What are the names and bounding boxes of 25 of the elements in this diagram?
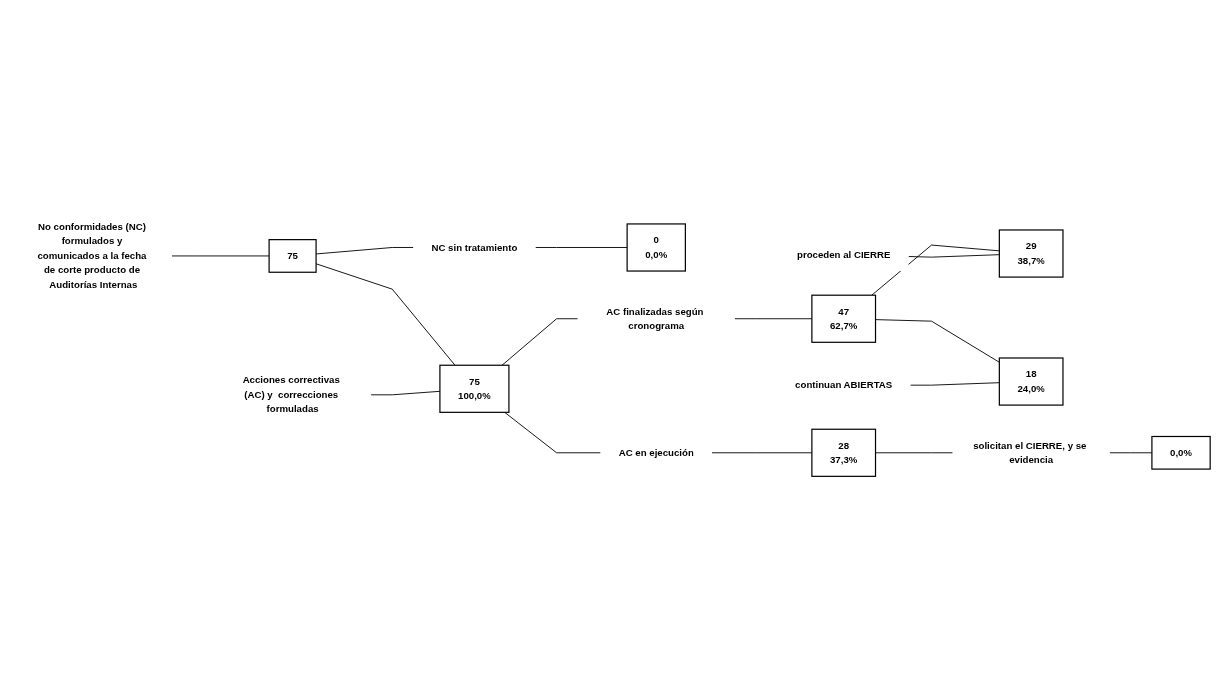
node-box: 75 100,0%: [439, 364, 510, 413]
node-box: 75: [268, 239, 317, 273]
node-text: solicitan el CIERRE, y se evidencia: [973, 440, 1087, 465]
connector: [908, 254, 1000, 258]
node-box: 28 37,3%: [811, 428, 877, 477]
node-box: 29 38,7%: [998, 229, 1064, 278]
connector: [171, 255, 270, 257]
node-text: continuan ABIERTAS: [795, 379, 893, 390]
connector: [504, 411, 601, 454]
connector: [871, 244, 1000, 296]
node-text: AC en ejecución: [618, 447, 694, 458]
node-text: NC sin tratamiento: [431, 242, 518, 253]
node-box: 18 24,0%: [998, 357, 1064, 406]
connector: [501, 318, 579, 366]
node-text: proceden al CIERRE: [796, 249, 891, 260]
node-box: 0 0,0%: [626, 223, 686, 272]
node-text: Acciones correctivas (AC) y correcciones formuladas: [242, 374, 340, 415]
node-text: AC finalizadas según cronograma: [606, 306, 704, 331]
connector: [875, 452, 954, 454]
node-box: 47 62,7%: [811, 294, 877, 343]
connector: [875, 319, 1000, 363]
connector: [909, 382, 1000, 386]
connector: [535, 247, 628, 248]
node-text: No conformidades (NC) formulados y comunicados a la fecha de corte producto de Auditorías Internas: [37, 221, 147, 290]
node-box: 0,0%: [1151, 435, 1211, 470]
